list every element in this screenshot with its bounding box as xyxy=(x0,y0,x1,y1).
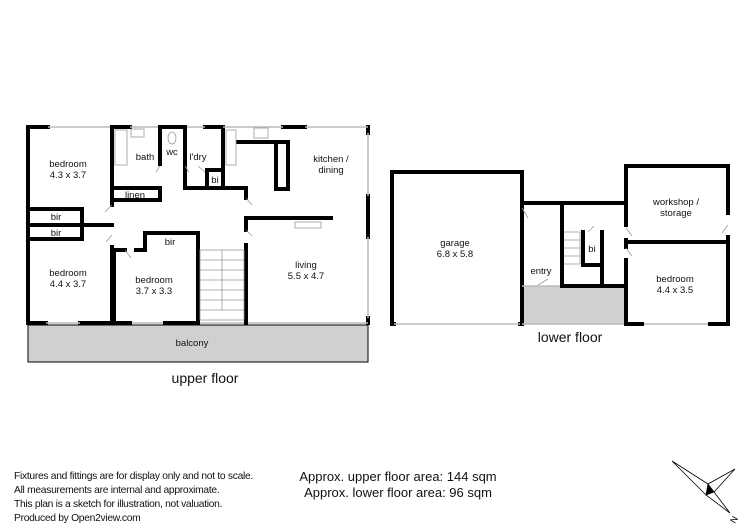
room-name: storage xyxy=(660,208,692,219)
room-name: bedroom xyxy=(656,274,694,285)
room-name: bi xyxy=(211,175,218,186)
upper-floor-area: Approx. upper floor area: 144 sqm xyxy=(299,469,497,484)
disclaimer-line: Fixtures and fittings are for display on… xyxy=(14,471,253,482)
room-name: garage xyxy=(440,238,470,249)
room-size: 4.4 x 3.5 xyxy=(657,285,693,296)
room-name: linen xyxy=(125,190,145,201)
room-size: 4.3 x 3.7 xyxy=(50,170,86,181)
room-name: bedroom xyxy=(49,268,87,279)
compass-north-label: N xyxy=(728,514,740,525)
lower-covered-area xyxy=(522,286,626,324)
producer-credit: Produced by Open2view.com xyxy=(14,513,141,524)
disclaimer-line: All measurements are internal and approx… xyxy=(14,485,220,496)
room-name: dining xyxy=(318,165,343,176)
room-name: living xyxy=(295,260,317,271)
room-name: bi xyxy=(588,244,595,255)
room-name: entry xyxy=(530,266,551,277)
room-name: workshop / xyxy=(652,197,699,208)
room-name: wc xyxy=(165,147,178,158)
upper-floor-label: upper floor xyxy=(172,370,239,386)
stairs-icon xyxy=(199,249,245,321)
room-size: 5.5 x 4.7 xyxy=(288,271,324,282)
room-name: bedroom xyxy=(135,275,173,286)
door-swings-icon xyxy=(521,207,729,286)
room-size: 6.8 x 5.8 xyxy=(437,249,473,260)
balcony-area xyxy=(27,324,369,363)
fixtures-icon xyxy=(114,127,322,229)
room-name: bedroom xyxy=(49,159,87,170)
upper-floor-plan: bedroom 4.3 x 3.7 bedroom 4.4 x 3.7 bedr… xyxy=(26,125,370,386)
compass-rose-icon: N xyxy=(671,460,740,525)
room-name: bir xyxy=(51,228,62,239)
room-name: bir xyxy=(165,237,176,248)
lower-floor-area: Approx. lower floor area: 96 sqm xyxy=(304,485,492,500)
disclaimer-line: This plan is a sketch for illustration, … xyxy=(14,499,223,510)
disclaimer: Fixtures and fittings are for display on… xyxy=(14,470,253,526)
room-name: bath xyxy=(136,152,155,163)
stairs-icon xyxy=(564,231,581,265)
room-name: kitchen / xyxy=(313,154,349,165)
floor-areas: Approx. upper floor area: 144 sqm Approx… xyxy=(288,469,508,501)
room-name: bir xyxy=(51,212,62,223)
room-size: 3.7 x 3.3 xyxy=(136,286,172,297)
room-name: balcony xyxy=(176,338,209,349)
lower-floor-label: lower floor xyxy=(538,329,603,345)
door-swings-icon xyxy=(104,165,253,259)
room-size: 4.4 x 3.7 xyxy=(50,279,86,290)
room-name: l'dry xyxy=(189,152,206,163)
lower-floor-plan: garage 6.8 x 5.8 workshop / storage bedr… xyxy=(390,164,730,345)
